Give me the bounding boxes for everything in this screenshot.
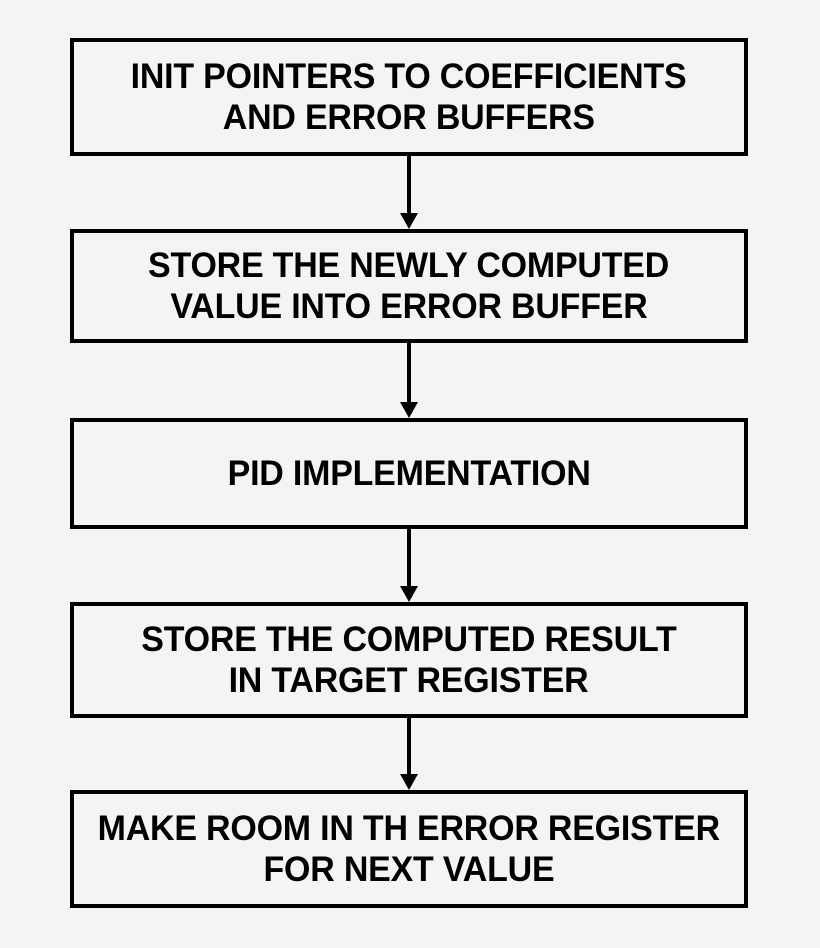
flowchart-node-pid-implementation: PID IMPLEMENTATION xyxy=(70,418,748,529)
node-text-line: STORE THE NEWLY COMPUTED xyxy=(148,246,670,285)
node-text-line: STORE THE COMPUTED RESULT xyxy=(141,620,677,659)
node-text-line: FOR NEXT VALUE xyxy=(263,850,555,889)
flowchart-node-init-pointers: INIT POINTERS TO COEFFICIENTS AND ERROR … xyxy=(70,38,748,156)
arrow-head-icon xyxy=(400,402,418,418)
arrow-head-icon xyxy=(400,774,418,790)
flowchart-node-store-computed-result: STORE THE COMPUTED RESULT IN TARGET REGI… xyxy=(70,602,748,718)
arrow-head-icon xyxy=(400,213,418,229)
flowchart-arrow-init-pointers-to-store-newly-computed-value xyxy=(400,156,418,229)
arrow-head-icon xyxy=(400,586,418,602)
flowchart-arrow-pid-implementation-to-store-computed-result xyxy=(400,529,418,602)
node-text-line: VALUE INTO ERROR BUFFER xyxy=(170,287,648,326)
node-text-line: AND ERROR BUFFERS xyxy=(222,98,596,137)
flowchart-node-store-newly-computed-value: STORE THE NEWLY COMPUTED VALUE INTO ERRO… xyxy=(70,229,748,343)
node-text-line: PID IMPLEMENTATION xyxy=(227,454,591,493)
flowchart-arrow-store-newly-computed-value-to-pid-implementation xyxy=(400,343,418,418)
flowchart-arrow-store-computed-result-to-make-room-error-register xyxy=(400,718,418,790)
node-text-line: INIT POINTERS TO COEFFICIENTS xyxy=(131,57,687,96)
node-text-line: MAKE ROOM IN TH ERROR REGISTER xyxy=(97,809,721,848)
node-text-line: IN TARGET REGISTER xyxy=(229,661,589,700)
flowchart-node-make-room-error-register: MAKE ROOM IN TH ERROR REGISTER FOR NEXT … xyxy=(70,790,748,908)
